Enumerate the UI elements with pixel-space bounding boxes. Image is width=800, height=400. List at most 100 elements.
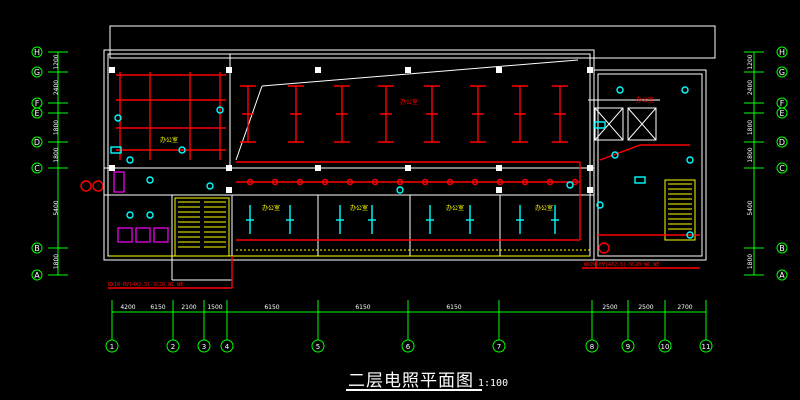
row-bubble-label: E bbox=[779, 109, 784, 118]
corridor-light bbox=[496, 178, 504, 186]
row-bubble-label: F bbox=[35, 99, 40, 108]
row-bubble bbox=[31, 136, 43, 148]
downlight-fixture bbox=[206, 182, 214, 190]
row-dimension: 1800 bbox=[53, 120, 60, 135]
hall-light-fixture bbox=[240, 85, 256, 143]
column-post bbox=[109, 67, 115, 73]
row-dimension: 5400 bbox=[747, 200, 754, 215]
column-post bbox=[226, 187, 232, 193]
column-bubble bbox=[220, 339, 234, 353]
hall-light-fixture bbox=[512, 85, 528, 143]
downlight-fixture bbox=[146, 176, 154, 184]
downlight-fixture bbox=[686, 156, 694, 164]
column-bubble-label: 6 bbox=[406, 343, 411, 351]
column-bubble-label: 4 bbox=[225, 343, 230, 351]
column-bubble bbox=[658, 339, 672, 353]
column-bubble-label: 8 bbox=[590, 343, 594, 351]
row-bubble bbox=[776, 162, 788, 174]
title-underline bbox=[346, 389, 482, 391]
column-bubble bbox=[621, 339, 635, 353]
room-label: 办公室 bbox=[446, 204, 464, 212]
column-dimension: 6150 bbox=[355, 304, 370, 311]
column-bubble bbox=[401, 339, 415, 353]
meter-symbol bbox=[598, 242, 610, 254]
diagonal-line-2 bbox=[261, 59, 579, 87]
row-bubble-label: A bbox=[779, 271, 785, 280]
row-bubble bbox=[776, 46, 788, 58]
column-bubble-label: 1 bbox=[110, 343, 114, 351]
row-dimension: 5400 bbox=[53, 200, 60, 215]
row-bubble bbox=[31, 46, 43, 58]
room-labels: 办公室 办公室 办公室 办公室 办公室 办公室 办公室 bbox=[160, 96, 654, 212]
drawing-scale: 1:100 bbox=[478, 378, 509, 389]
row-bubble-label: F bbox=[780, 99, 785, 108]
lighting-layout bbox=[80, 72, 700, 289]
meter-symbol bbox=[80, 180, 92, 192]
column-dimension: 2700 bbox=[677, 304, 692, 311]
column-bubble bbox=[197, 339, 211, 353]
downlight-fixture bbox=[611, 151, 619, 159]
fixture-magenta-2 bbox=[135, 227, 151, 243]
building-walls bbox=[103, 25, 716, 281]
column-dimension: 2500 bbox=[638, 304, 653, 311]
corridor-light bbox=[346, 178, 354, 186]
column-bubble bbox=[311, 339, 325, 353]
east-wing-inner bbox=[597, 73, 703, 257]
row-dimension: 1800 bbox=[747, 120, 754, 135]
drawing-title-text: 二层电照平面图 bbox=[348, 371, 474, 391]
row-dimension: 1800 bbox=[747, 147, 754, 162]
column-bubble-label: 5 bbox=[316, 343, 320, 351]
column-bubble-label: 10 bbox=[661, 343, 670, 351]
column-bubble bbox=[699, 339, 713, 353]
row-bubble-label: G bbox=[779, 68, 785, 77]
row-dimension: 1200 bbox=[53, 54, 60, 69]
downlight-fixture bbox=[566, 181, 574, 189]
column-bubble-label: 11 bbox=[702, 343, 711, 351]
corridor-light bbox=[271, 178, 279, 186]
cable-note: WX1N-BV(4X2.5)-SC20 WC WE bbox=[108, 282, 183, 288]
row-bubble-label: D bbox=[34, 138, 40, 147]
east-wing-outline bbox=[593, 69, 707, 261]
elevator-shaft-1-x2 bbox=[594, 107, 624, 141]
hall-light-fixture bbox=[378, 85, 394, 143]
corridor-light bbox=[446, 178, 454, 186]
column-dimension: 6150 bbox=[264, 304, 279, 311]
column-bubble bbox=[166, 339, 180, 353]
corridor-light bbox=[521, 178, 529, 186]
column-post bbox=[109, 165, 115, 171]
downlight-fixture bbox=[396, 186, 404, 194]
drawing-title: 二层电照平面图 1:100 bbox=[348, 366, 508, 392]
row-bubble-label: G bbox=[34, 68, 40, 77]
column-dimension: 2500 bbox=[602, 304, 617, 311]
room-label: 办公室 bbox=[400, 98, 418, 106]
row-bubble-label: B bbox=[34, 244, 40, 253]
panel-box bbox=[594, 121, 606, 129]
corridor-light bbox=[421, 178, 429, 186]
room-label: 办公室 bbox=[636, 96, 654, 104]
column-posts bbox=[109, 67, 593, 193]
column-post bbox=[315, 165, 321, 171]
fixture-magenta-1 bbox=[117, 227, 133, 243]
column-dimension: 2100 bbox=[181, 304, 196, 311]
hall-light-fixture bbox=[470, 85, 486, 143]
room-label: 办公室 bbox=[160, 136, 178, 144]
row-dimension: 2400 bbox=[53, 80, 60, 95]
elevator-shaft-2-x2 bbox=[627, 107, 657, 141]
roof-outline bbox=[109, 25, 716, 59]
room-label: 办公室 bbox=[262, 204, 280, 212]
column-bubble-label: 3 bbox=[202, 343, 206, 351]
row-bubble-label: C bbox=[34, 164, 40, 173]
row-bubble bbox=[31, 66, 43, 78]
column-bubble bbox=[105, 339, 119, 353]
row-dimension: 1200 bbox=[747, 54, 754, 69]
downlight-fixture bbox=[126, 156, 134, 164]
downlight-fixture bbox=[686, 231, 694, 239]
hall-light-fixture bbox=[288, 85, 304, 143]
room-label: 办公室 bbox=[350, 204, 368, 212]
column-post bbox=[226, 165, 232, 171]
column-post bbox=[587, 187, 593, 193]
